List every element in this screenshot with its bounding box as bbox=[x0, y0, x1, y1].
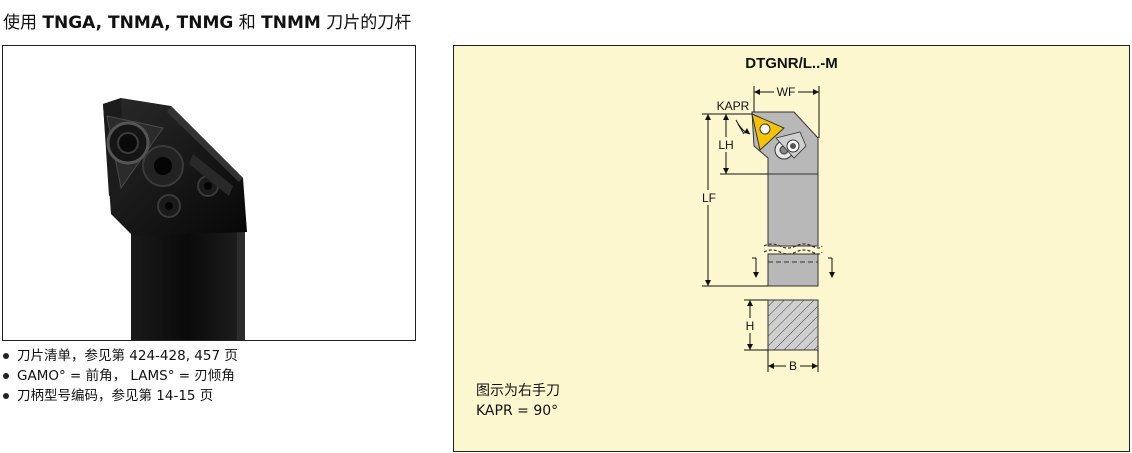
label-lh: LH bbox=[718, 138, 733, 152]
page-title: 使用 TNGA, TNMA, TNMG 和 TNMM 刀片的刀杆 bbox=[3, 8, 411, 33]
label-wf: WF bbox=[777, 85, 796, 99]
label-kapr: KAPR bbox=[717, 99, 750, 113]
diagram-caption: 图示为右手刀 KAPR = 90° bbox=[476, 381, 560, 421]
toolholder-photo bbox=[103, 98, 247, 340]
title-grades: TNGA, TNMA, TNMG bbox=[42, 13, 234, 33]
label-b: B bbox=[789, 359, 797, 373]
title-grade-last: TNMM bbox=[261, 13, 321, 33]
notes-list: 刀片清单，参见第 424-428, 457 页 GAMO° = 前角， LAMS… bbox=[0, 346, 238, 406]
list-item: 刀柄型号编码，参见第 14-15 页 bbox=[0, 386, 238, 406]
note-text: 刀柄型号编码，参见第 14-15 页 bbox=[17, 388, 214, 404]
title-joiner: 和 bbox=[233, 13, 262, 33]
bullet-icon bbox=[3, 373, 9, 379]
title-prefix: 使用 bbox=[3, 13, 43, 33]
diagram-title: DTGNR/L..-M bbox=[745, 55, 838, 72]
dimension-drawing: WF KAPR LH LF bbox=[698, 84, 835, 373]
caption-hand: 图示为右手刀 bbox=[476, 383, 560, 399]
label-h: H bbox=[746, 319, 755, 333]
bullet-icon bbox=[3, 393, 9, 399]
dimension-diagram-panel: DTGNR/L..-M WF KAPR bbox=[453, 45, 1130, 452]
note-text: 刀片清单，参见第 424-428, 457 页 bbox=[17, 348, 238, 364]
product-photo-frame bbox=[2, 45, 416, 341]
note-text: GAMO° = 前角， LAMS° = 刃倾角 bbox=[17, 368, 235, 384]
list-item: GAMO° = 前角， LAMS° = 刃倾角 bbox=[0, 366, 238, 386]
list-item: 刀片清单，参见第 424-428, 457 页 bbox=[0, 346, 238, 366]
caption-kapr: KAPR = 90° bbox=[476, 403, 559, 419]
bullet-icon bbox=[3, 353, 9, 359]
label-lf: LF bbox=[702, 191, 716, 205]
title-suffix: 刀片的刀杆 bbox=[320, 13, 412, 33]
